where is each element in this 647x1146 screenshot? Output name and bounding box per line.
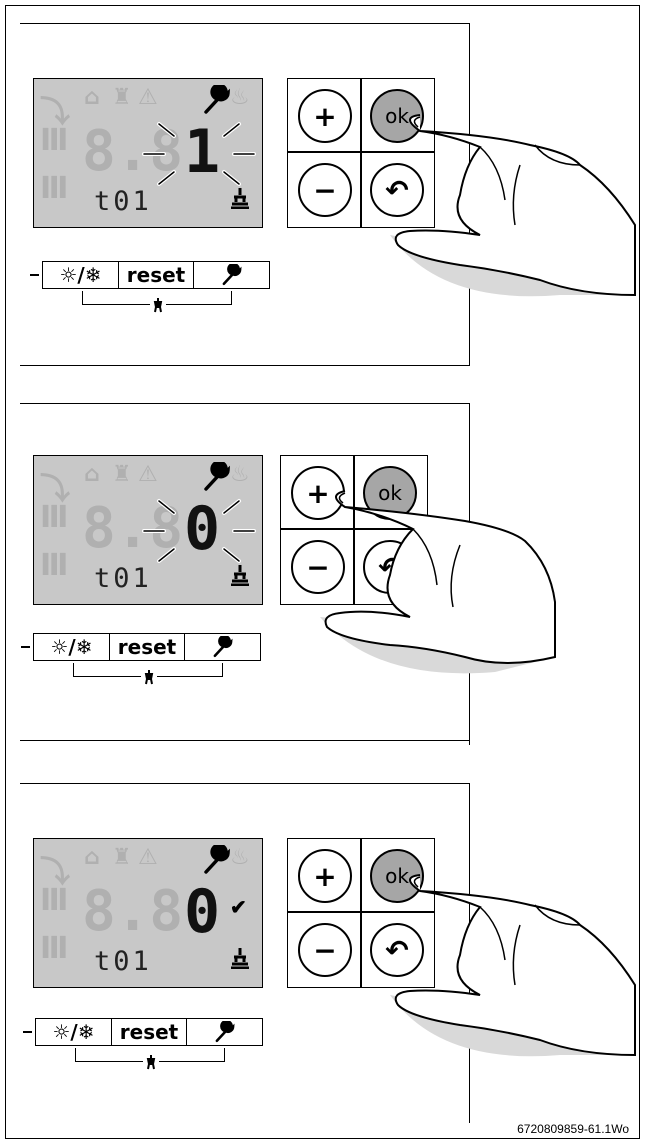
panel-divider	[20, 740, 470, 741]
ghost-house-icon: ⌂	[84, 462, 100, 487]
keypad-divider-h	[281, 528, 427, 530]
back-key[interactable]: ↶	[370, 923, 424, 977]
ghost-radiator-icon: Ⅲ	[40, 123, 69, 158]
wrench-icon	[204, 845, 230, 874]
keypad: + ok − ↶	[287, 78, 435, 228]
wrench-icon	[222, 264, 242, 286]
flame-level-icon	[231, 948, 249, 969]
ghost-radiator-icon: Ⅲ	[40, 883, 69, 918]
blink-rays	[142, 499, 256, 563]
hand-pressing-ok	[390, 114, 636, 297]
heat-cool-button[interactable]: ☼/❄	[33, 633, 110, 661]
function-buttons: ☼/❄ reset	[23, 1018, 263, 1046]
service-button[interactable]	[184, 633, 261, 661]
chimney-sweep-icon	[150, 297, 166, 313]
reset-button[interactable]: reset	[117, 261, 195, 289]
reset-button[interactable]: reset	[108, 633, 186, 661]
ghost-tap-icon: ⤵	[40, 855, 70, 890]
step-panel-3: ⤵ ⌂ ♜ ⚠ ♨ Ⅲ 8.8 Ⅲ 0 ✔ t01 + ok − ↶ ☼/❄	[0, 765, 647, 1125]
heat-cool-button[interactable]: ☼/❄	[42, 261, 119, 289]
service-button[interactable]	[193, 261, 270, 289]
ghost-radiator2-icon: Ⅲ	[40, 548, 69, 583]
wrench-icon	[215, 1021, 235, 1043]
minus-key[interactable]: −	[298, 163, 352, 217]
ghost-radiator-icon: Ⅲ	[40, 500, 69, 535]
plus-key[interactable]: +	[298, 89, 352, 143]
dash-mark	[30, 274, 39, 276]
minus-key[interactable]: −	[298, 923, 352, 977]
lcd-display: ⤵ ⌂ ♜ ⚠ ♨ Ⅲ 8.8 Ⅲ 0 ✔ t01	[33, 838, 263, 988]
ghost-tap-icon: ⤵	[40, 95, 70, 130]
lcd-display: ⤵ ⌂ ♜ ⚠ ♨ Ⅲ 8.8 Ⅲ 1 t01	[33, 78, 263, 228]
flame-level-icon	[231, 188, 249, 209]
dash-mark	[23, 1031, 32, 1033]
ghost-house-icon: ⌂	[84, 845, 100, 870]
keypad-divider-v	[360, 79, 362, 227]
lcd-code: t01	[94, 186, 152, 217]
ghost-warning-icon: ⚠	[138, 462, 158, 487]
confirm-check-icon: ✔	[230, 897, 247, 919]
ghost-sweep-icon: ♜	[112, 462, 132, 487]
plus-key[interactable]: +	[291, 466, 345, 520]
figure-caption: 6720809859-61.1Wo	[517, 1122, 629, 1136]
step-panel-1: ⤵ ⌂ ♜ ⚠ ♨ Ⅲ 8.8 Ⅲ 1 t01 + ok	[0, 5, 647, 366]
ghost-sweep-icon: ♜	[112, 845, 132, 870]
ghost-tap-icon: ⤵	[40, 472, 70, 507]
flame-level-icon	[231, 565, 249, 586]
reset-button[interactable]: reset	[110, 1018, 188, 1046]
back-key[interactable]: ↶	[370, 163, 424, 217]
setting-value: 0	[184, 494, 221, 564]
ghost-flame-icon: ♨	[230, 85, 250, 110]
minus-key[interactable]: −	[291, 540, 345, 594]
step-panel-2: ⤵ ⌂ ♜ ⚠ ♨ Ⅲ 8.8 Ⅲ 0 t01 + ok	[0, 385, 647, 745]
ghost-flame-icon: ♨	[230, 462, 250, 487]
wrench-icon	[204, 462, 230, 491]
ghost-warning-icon: ⚠	[138, 845, 158, 870]
keypad-divider-v	[360, 839, 362, 987]
hand-pressing-ok	[390, 874, 636, 1057]
keypad-divider-h	[288, 911, 434, 913]
ghost-digits: 8.8	[82, 879, 184, 944]
ok-key[interactable]: ok	[370, 89, 424, 143]
blink-rays	[142, 122, 256, 186]
ghost-sweep-icon: ♜	[112, 85, 132, 110]
ghost-warning-icon: ⚠	[138, 85, 158, 110]
wrench-icon	[204, 85, 230, 114]
keypad-divider-v	[353, 456, 355, 604]
function-buttons: ☼/❄ reset	[21, 633, 261, 661]
lcd-code: t01	[94, 563, 152, 594]
lcd-display: ⤵ ⌂ ♜ ⚠ ♨ Ⅲ 8.8 Ⅲ 0 t01	[33, 455, 263, 605]
ghost-radiator2-icon: Ⅲ	[40, 931, 69, 966]
setting-value: 1	[184, 117, 221, 187]
ghost-radiator2-icon: Ⅲ	[40, 171, 69, 206]
wrench-icon	[213, 636, 233, 658]
plus-key[interactable]: +	[298, 849, 352, 903]
chimney-sweep-icon	[141, 669, 157, 685]
chimney-sweep-icon	[143, 1054, 159, 1070]
function-buttons: ☼/❄ reset	[30, 261, 270, 289]
heat-cool-button[interactable]: ☼/❄	[35, 1018, 112, 1046]
setting-value: 0	[184, 877, 221, 947]
keypad-divider-h	[288, 151, 434, 153]
lcd-code: t01	[94, 946, 152, 977]
dash-mark	[21, 646, 30, 648]
hand-pressing-plus	[320, 490, 556, 674]
ghost-flame-icon: ♨	[230, 845, 250, 870]
diagram-frame	[5, 5, 640, 1139]
keypad: + ok − ↶	[287, 838, 435, 988]
panel-divider	[20, 365, 470, 366]
ghost-house-icon: ⌂	[84, 85, 100, 110]
service-button[interactable]	[186, 1018, 263, 1046]
